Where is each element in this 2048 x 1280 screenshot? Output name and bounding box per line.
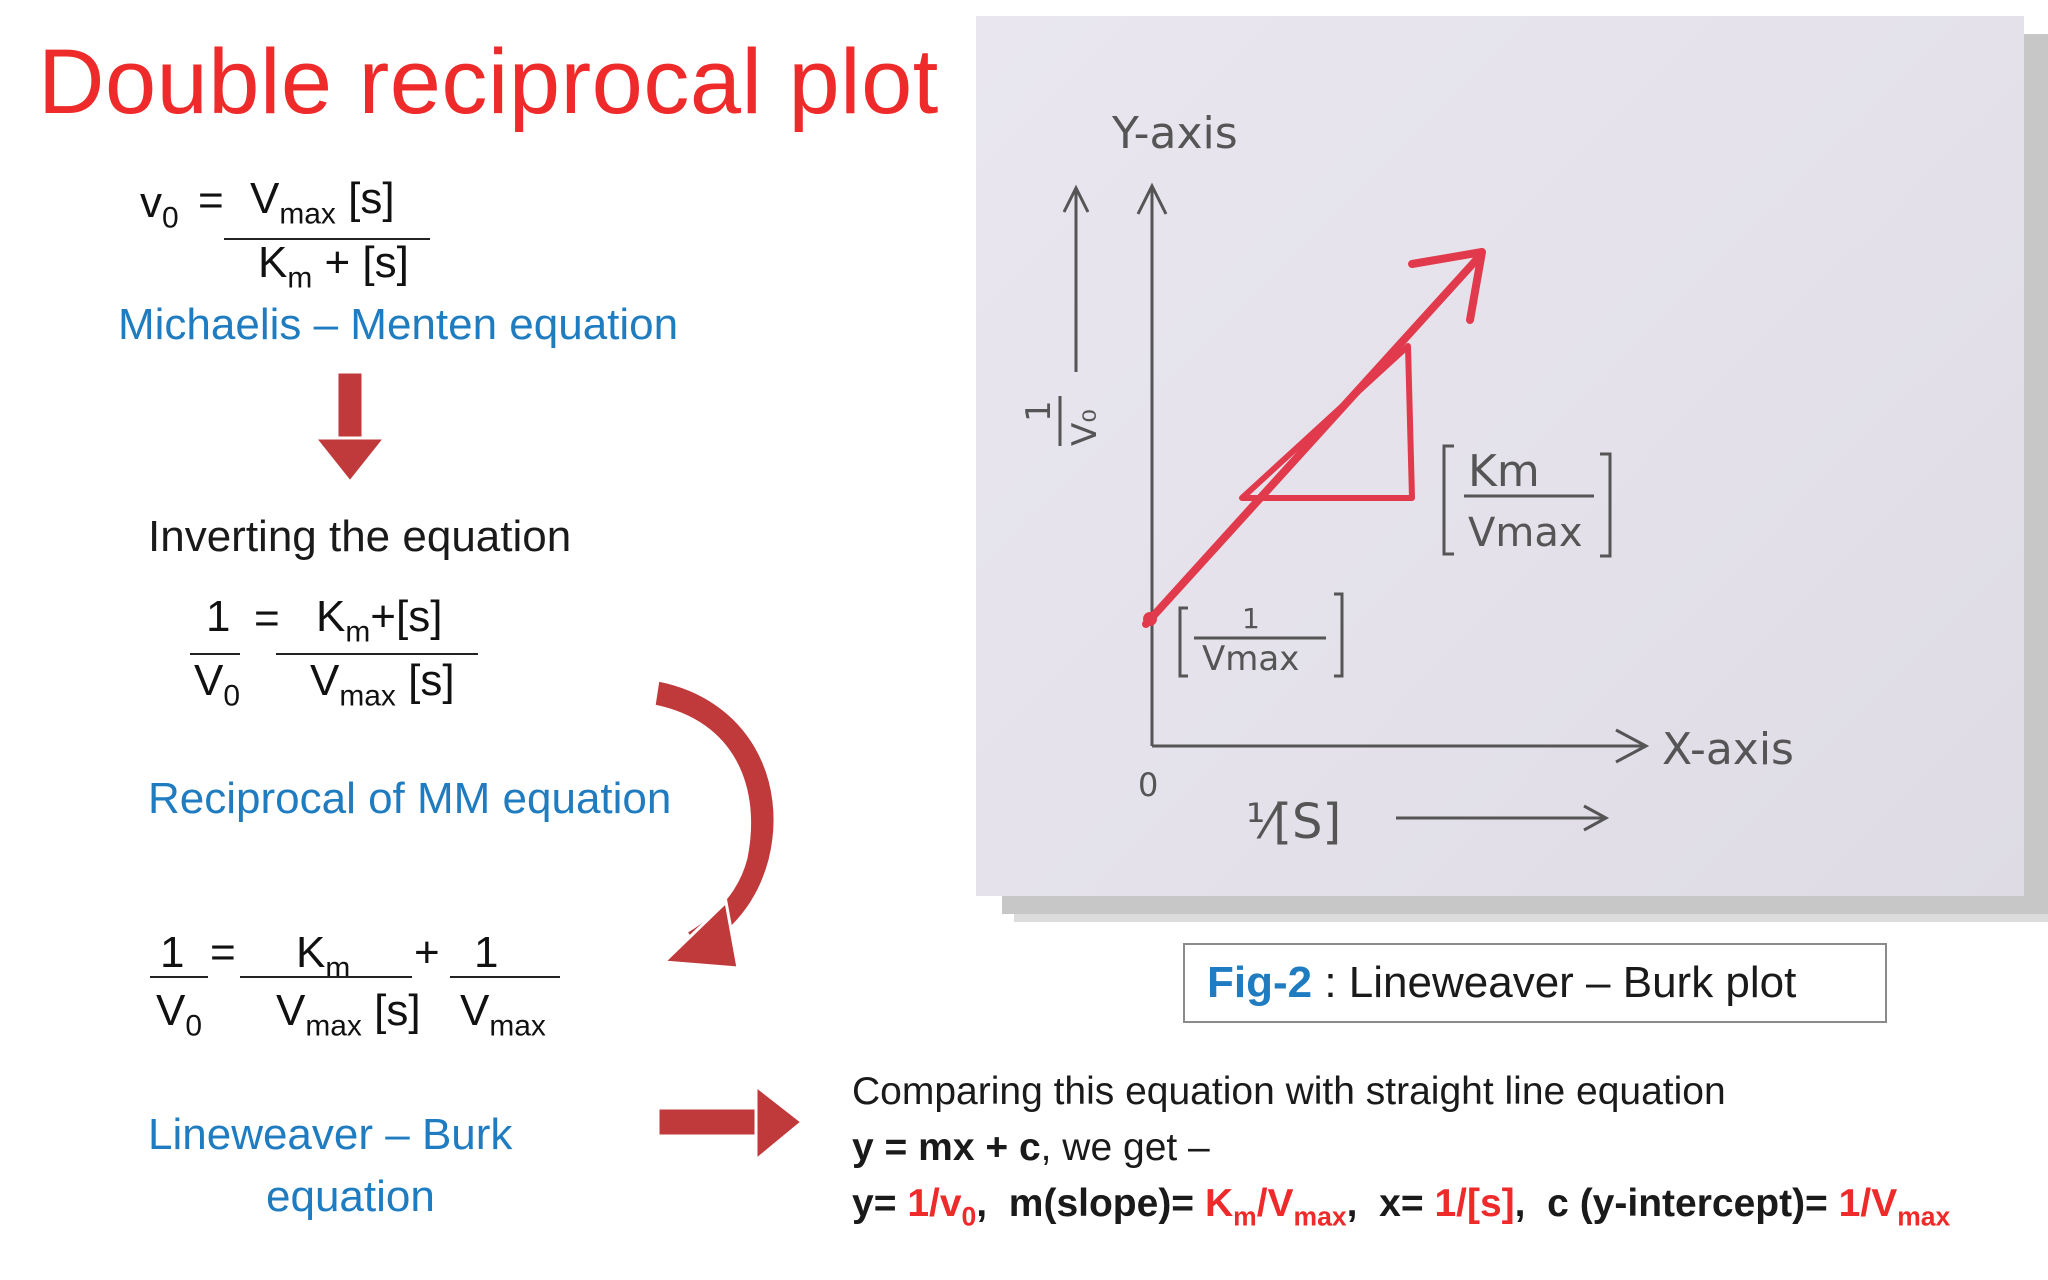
mm-denominator: Km + [s] xyxy=(258,238,409,295)
comparison-line3: y= 1/v0, m(slope)= Km/Vmax, x= 1/[s], c … xyxy=(852,1182,1951,1232)
lb-equals: = xyxy=(210,928,236,977)
lb-term2-denominator: Vmax xyxy=(460,986,546,1043)
regression-line xyxy=(1142,248,1486,628)
recip-equals: = xyxy=(254,594,280,643)
mm-numerator: Vmax [s] xyxy=(250,174,395,231)
mm-lhs: v0 xyxy=(140,178,179,235)
recip-lhs-fraction-line xyxy=(190,653,240,655)
slope-numerator: Km xyxy=(1468,446,1540,497)
lb-lhs-numerator: 1 xyxy=(160,928,185,977)
inverting-label: Inverting the equation xyxy=(148,512,572,561)
comparison-line2: y = mx + c, we get – xyxy=(852,1126,1210,1169)
svg-text:V₀: V₀ xyxy=(1065,409,1105,446)
x-axis-label: X-axis xyxy=(1662,724,1794,775)
lb-equation-label-line2: equation xyxy=(266,1172,435,1221)
lb-equation-label-line1: Lineweaver – Burk xyxy=(148,1110,513,1159)
y-axis-label: Y-axis xyxy=(1111,108,1238,159)
y-variable-label: 1 V₀ xyxy=(1019,396,1105,446)
intercept-numerator: 1 xyxy=(1242,602,1260,635)
recip-rhs-numerator: Km+[s] xyxy=(316,592,443,649)
recip-equation-label: Reciprocal of MM equation xyxy=(148,774,672,823)
page-title: Double reciprocal plot xyxy=(38,31,939,133)
mm-equation-label: Michaelis – Menten equation xyxy=(118,300,679,349)
axes xyxy=(1062,182,1650,832)
curved-arrow-icon xyxy=(652,678,777,970)
slope-denominator: Vmax xyxy=(1468,510,1583,556)
intercept-denominator: Vmax xyxy=(1202,639,1299,679)
lb-term2-fraction-line xyxy=(450,976,560,978)
plot-photo: Y-axis X-axis 0 1 V₀ ¹⁄[S] Km Vmax 1 Vma… xyxy=(976,16,2024,896)
lb-term2-numerator: 1 xyxy=(474,928,499,977)
right-arrow-icon xyxy=(656,1082,805,1164)
lb-term1-fraction-line xyxy=(240,976,412,978)
recip-lhs-denominator: V0 xyxy=(194,656,240,713)
recip-rhs-fraction-line xyxy=(276,653,478,655)
recip-rhs-denominator: Vmax [s] xyxy=(310,656,455,713)
mm-equals: = xyxy=(198,176,224,225)
lb-term1-numerator: Km xyxy=(296,928,351,985)
lb-term1-denominator: Vmax [s] xyxy=(276,986,421,1043)
recip-lhs-numerator: 1 xyxy=(206,592,231,641)
lb-lhs-fraction-line xyxy=(150,976,208,978)
lineweaver-burk-sketch: Y-axis X-axis 0 1 V₀ ¹⁄[S] Km Vmax 1 Vma… xyxy=(1019,108,1794,850)
x-variable-label: ¹⁄[S] xyxy=(1246,794,1341,850)
comparison-line1: Comparing this equation with straight li… xyxy=(852,1070,1726,1113)
svg-text:1: 1 xyxy=(1019,400,1059,422)
mm-fraction-line xyxy=(224,238,430,240)
down-arrow-icon xyxy=(311,370,389,485)
origin-label: 0 xyxy=(1138,766,1158,804)
figure-caption: Fig-2 : Lineweaver – Burk plot xyxy=(1183,943,1887,1023)
lb-lhs-denominator: V0 xyxy=(156,986,202,1043)
lb-plus: + xyxy=(414,928,440,977)
